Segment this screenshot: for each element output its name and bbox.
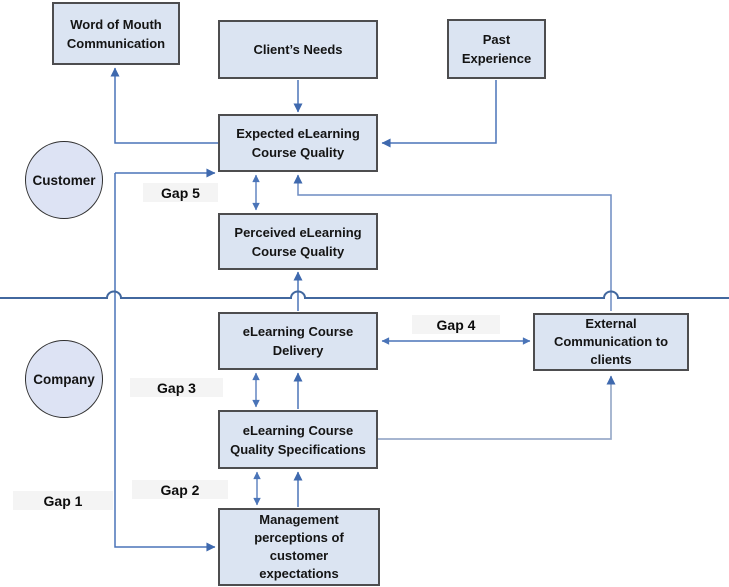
node-past-experience: Past Experience (447, 19, 546, 79)
gap2-label: Gap 2 (132, 480, 228, 499)
node-perceived-quality-label: Perceived eLearning Course Quality (234, 224, 362, 259)
company-circle: Company (25, 340, 103, 418)
customer-company-divider (0, 290, 729, 299)
connector-external-to-expected (293, 174, 612, 311)
node-past-experience-label: Past Experience (461, 32, 532, 66)
customer-circle-label: Customer (32, 172, 96, 188)
node-course-delivery-label: eLearning Course Delivery (242, 324, 354, 358)
node-clients-needs-label: Client’s Needs (253, 42, 343, 57)
node-expected-quality: Expected eLearning Course Quality (218, 114, 378, 172)
node-quality-specifications: eLearning Course Quality Specifications (218, 410, 378, 469)
node-word-of-mouth-label: Word of Mouth Communication (66, 16, 166, 51)
company-circle-label: Company (33, 371, 95, 387)
gap1-label: Gap 1 (13, 491, 113, 510)
node-clients-needs: Client’s Needs (218, 20, 378, 79)
connector-past-experience-to-expected (381, 80, 497, 148)
gap5-label: Gap 5 (143, 183, 218, 202)
node-management-perceptions: Management perceptions of customer expec… (218, 508, 380, 586)
node-management-perceptions-label: Management perceptions of customer expec… (254, 512, 344, 581)
node-perceived-quality: Perceived eLearning Course Quality (218, 213, 378, 270)
customer-circle: Customer (25, 141, 103, 219)
gap3-label: Gap 3 (130, 378, 223, 397)
connector-specifications-to-external (378, 375, 616, 440)
node-quality-specifications-label: eLearning Course Quality Specifications (230, 422, 366, 457)
node-external-communication-label: External Communication to clients (553, 316, 669, 367)
node-expected-quality-label: Expected eLearning Course Quality (236, 126, 360, 160)
node-word-of-mouth: Word of Mouth Communication (52, 2, 180, 65)
node-external-communication: External Communication to clients (533, 313, 689, 371)
connector-gap1-to-management (114, 173, 216, 552)
connector-expected-to-word-of-mouth (110, 67, 218, 144)
node-course-delivery: eLearning Course Delivery (218, 312, 378, 370)
gap4-label: Gap 4 (412, 315, 500, 334)
